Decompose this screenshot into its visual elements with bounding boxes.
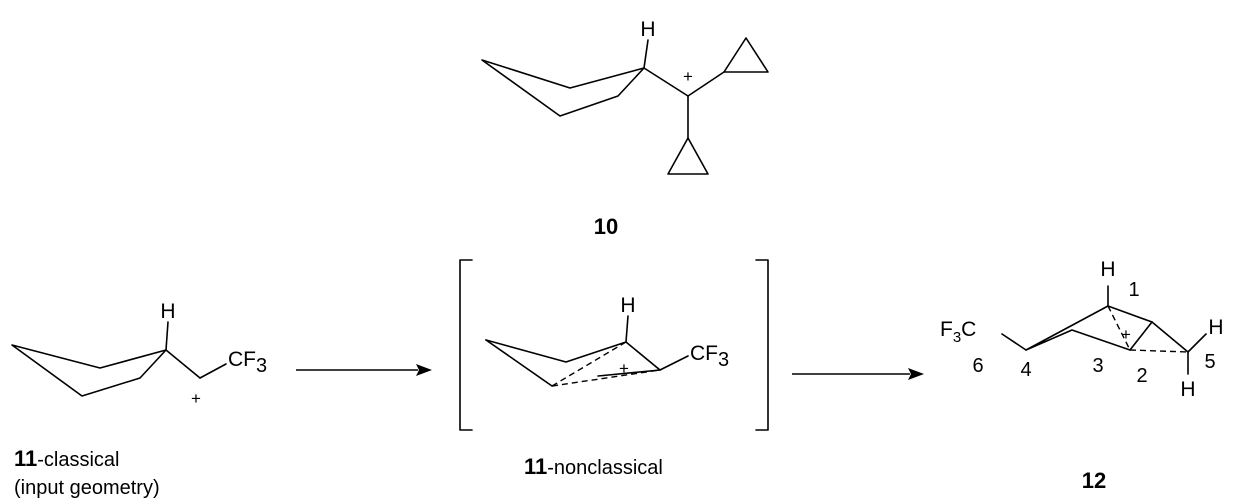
bond-c-cf3-11c [199, 363, 227, 379]
cf3-main-11nc: CF [690, 342, 718, 365]
reaction-arrow-2 [792, 368, 924, 380]
cf3-group-11c: CF3 [228, 348, 267, 377]
compound-label-line2-11c: (input geometry) [14, 477, 160, 499]
atom-number-5: 5 [1204, 351, 1215, 373]
atom-h-11nc: H [620, 294, 635, 317]
bond-ring-h-11nc [625, 315, 629, 343]
atom-number-6: 6 [972, 355, 983, 377]
atom-h-11c: H [160, 300, 175, 323]
atom-h-top-12: H [1100, 258, 1115, 281]
bond-ring-cation [643, 67, 689, 97]
compound-10: H + 10 [481, 18, 769, 239]
bond-ring-h-11c [165, 321, 169, 351]
bond-cf3-c4 [1001, 333, 1027, 351]
cyclohexane-ring-11c [11, 344, 167, 397]
cf3-sub-11nc: 3 [718, 349, 729, 371]
compound-12: F3C H H H + 1 2 3 4 5 6 12 [940, 258, 1224, 493]
atom-number-3: 3 [1092, 355, 1103, 377]
atom-h-right-12: H [1208, 316, 1223, 339]
cf3-sub-12: 3 [953, 329, 961, 346]
compound-label-10: 10 [594, 214, 618, 239]
dashed-bond-c1-c2 [1107, 305, 1131, 351]
bicyclic-frame-12 [1025, 305, 1153, 351]
bond-c5-h-top [1187, 333, 1207, 353]
atom-h-bottom-12: H [1180, 378, 1195, 401]
compound-label-11nc: 11-nonclassical [524, 454, 663, 479]
bond-c1-c5 [1151, 321, 1189, 353]
label-rest-11nc: -nonclassical [547, 457, 663, 479]
label-rest-11c: -classical [37, 449, 119, 471]
compound-label-12: 12 [1082, 468, 1106, 493]
cf3-sub-11c: 3 [256, 355, 267, 377]
label-bold-11c: 11 [14, 446, 37, 471]
ring-back-11nc [485, 339, 553, 387]
bond-ring-c-11c [165, 349, 201, 379]
reaction-arrow-1 [296, 364, 432, 376]
cation-charge-10: + [683, 67, 693, 86]
atom-number-4: 4 [1020, 359, 1031, 381]
cation-charge-11nc: + [619, 359, 629, 378]
cation-charge-11c: + [191, 389, 201, 408]
atom-number-1: 1 [1128, 279, 1139, 301]
cyclopropyl-ring-1 [723, 37, 769, 73]
bond-cation-cp1 [687, 71, 725, 97]
compound-11-nonclassical: H + CF3 11-nonclassical [459, 259, 769, 479]
cf3-f-12: F [940, 318, 953, 341]
cf3-group-11nc: CF3 [690, 342, 729, 371]
bracket-right [755, 259, 769, 431]
cyclohexane-ring-10 [481, 59, 645, 117]
dashed-bond-c2-c5 [1129, 349, 1189, 353]
label-bold-11nc: 11 [524, 454, 547, 479]
atom-number-2: 2 [1136, 365, 1147, 387]
cf3-main-11c: CF [228, 348, 256, 371]
cf3-group-12: F3C [940, 318, 976, 346]
cation-charge-12: + [1121, 325, 1131, 344]
bond-ring-ch [643, 39, 649, 69]
dashed-bond-2-11nc [551, 369, 661, 387]
bracket-left [459, 259, 473, 431]
cyclopropyl-ring-2 [667, 137, 709, 175]
dashed-bond-1-11nc [551, 341, 627, 387]
compound-11-classical: H CF3 + 11-classical (input geometry) [11, 300, 267, 499]
cf3-c-12: C [961, 318, 976, 341]
bond-c-cf3-11nc [659, 355, 689, 371]
compound-label-11c: 11-classical [14, 446, 120, 471]
atom-h-10: H [640, 18, 655, 41]
